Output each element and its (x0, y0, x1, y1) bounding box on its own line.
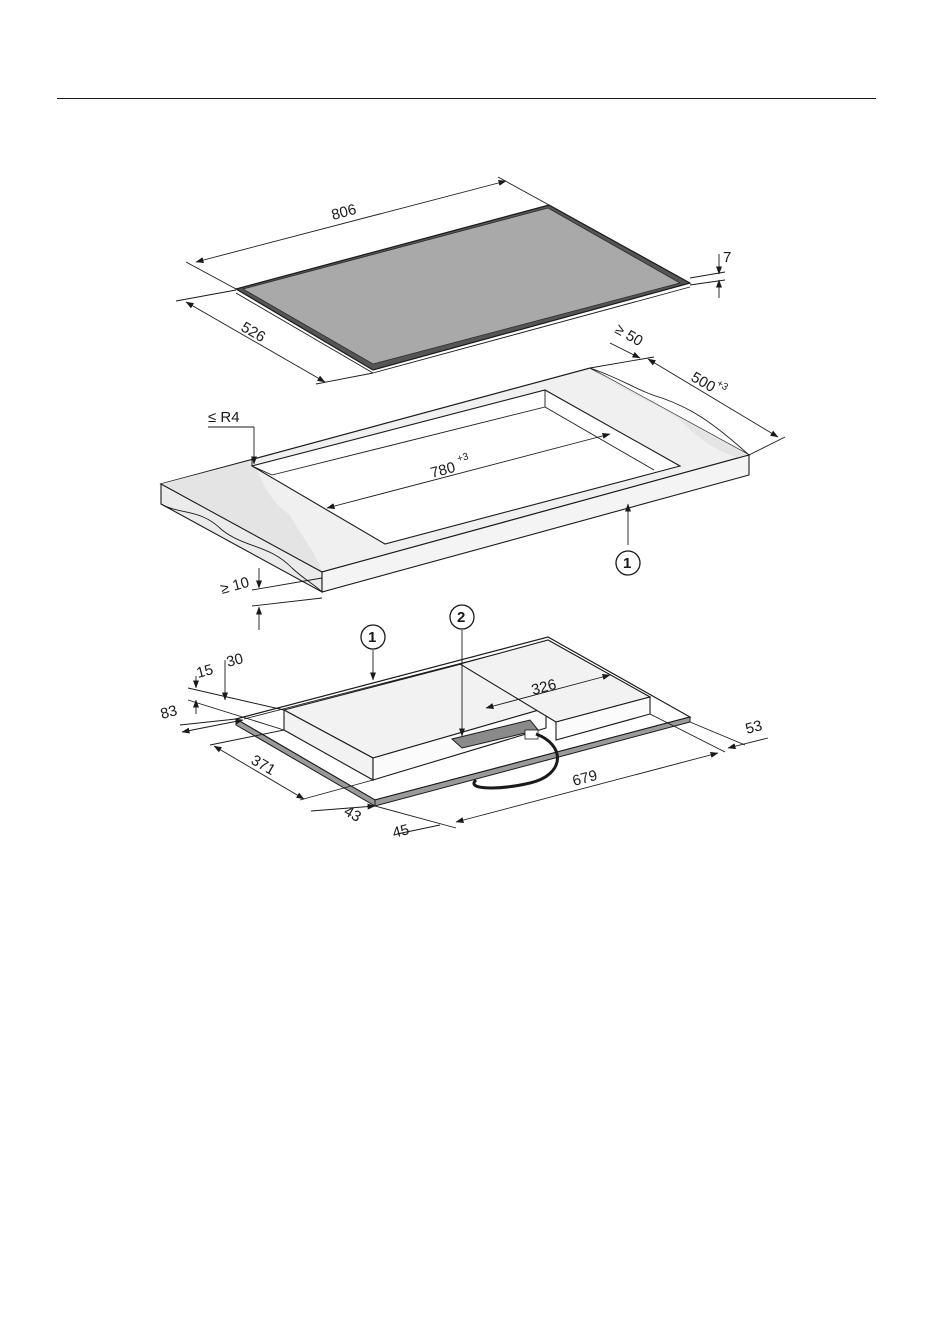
label-50: ≥ 50 (612, 321, 646, 350)
label-371: 371 (248, 752, 278, 779)
label-500: 500 (688, 369, 718, 396)
callout-1-worktop: 1 (616, 504, 640, 575)
callout-1-underside-label: 1 (368, 629, 376, 646)
callout-2-label: 2 (457, 609, 465, 626)
label-30: 30 (225, 650, 246, 671)
label-679: 679 (571, 767, 600, 790)
label-45: 45 (391, 821, 412, 842)
label-526: 526 (238, 319, 268, 346)
label-53: 53 (744, 717, 765, 738)
label-15: 15 (195, 661, 216, 682)
dim-glass-thickness: 7 (690, 249, 731, 298)
label-r4: ≤ R4 (208, 409, 240, 426)
label-43: 43 (341, 803, 364, 826)
dim-min-clearance: ≥ 50 (610, 321, 646, 358)
hob-glass-top (236, 205, 690, 373)
label-10: ≥ 10 (219, 574, 252, 598)
callout-1-underside: 1 (361, 625, 385, 680)
dim-corner-radius: ≤ R4 (208, 409, 254, 464)
worktop (161, 368, 749, 592)
label-83: 83 (159, 702, 180, 723)
label-7: 7 (723, 249, 731, 266)
hob-underside (236, 637, 690, 806)
callout-1-label: 1 (623, 555, 631, 572)
